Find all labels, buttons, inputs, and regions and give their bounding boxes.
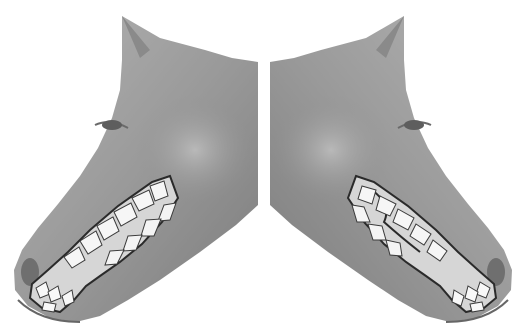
left-eye [102,120,122,130]
center-divider [258,50,270,210]
right-eye [404,120,424,130]
